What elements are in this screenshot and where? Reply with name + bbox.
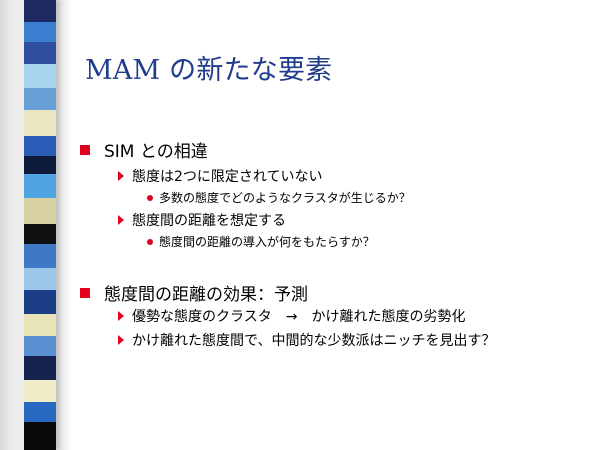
triangle-bullet-icon bbox=[118, 171, 124, 181]
stripe-segment bbox=[24, 402, 56, 422]
stripe-segment bbox=[24, 136, 56, 156]
stripe-segment bbox=[24, 422, 56, 440]
sub-list-item-text: 多数の態度でどのようなクラスタが生じるか？ bbox=[159, 191, 411, 205]
list-item-text: 態度は2つに限定されていない bbox=[132, 169, 323, 185]
list-item: 優勢な態度のクラスタ → かけ離れた態度の劣勢化 bbox=[118, 306, 465, 326]
stripe-segment bbox=[24, 440, 56, 450]
dot-bullet-icon bbox=[147, 194, 153, 201]
triangle-bullet-icon bbox=[118, 311, 124, 321]
stripe-segment bbox=[24, 0, 56, 22]
stripe-segment bbox=[24, 290, 56, 314]
section-heading-text: SIM との相違 bbox=[104, 142, 208, 162]
section-heading-2: 態度間の距離の効果：予測 bbox=[80, 280, 308, 305]
sub-list-item: 態度間の距離の導入が何をもたらすか？ bbox=[147, 233, 375, 250]
slide-title: MAM の新たな要素 bbox=[85, 55, 333, 86]
stripe-segment bbox=[24, 174, 56, 198]
stripe-segment bbox=[24, 314, 56, 336]
stripe-segment bbox=[24, 22, 56, 42]
square-bullet-icon bbox=[80, 144, 90, 155]
stripe-segment bbox=[24, 224, 56, 244]
stripe-segment bbox=[24, 380, 56, 402]
triangle-bullet-icon bbox=[118, 335, 124, 345]
list-item: かけ離れた態度間で、中間的な少数派はニッチを見出す？ bbox=[118, 330, 495, 350]
stripe-segment bbox=[24, 356, 56, 380]
stripe-segment bbox=[24, 42, 56, 64]
sub-list-item: 多数の態度でどのようなクラスタが生じるか？ bbox=[147, 189, 411, 206]
stripe-segment bbox=[24, 110, 56, 136]
list-item-text: 態度間の距離を想定する bbox=[132, 213, 286, 229]
stripe-segment bbox=[24, 156, 56, 174]
stripe-segment bbox=[24, 244, 56, 268]
decorative-stripe bbox=[24, 0, 56, 450]
list-item-text: 優勢な態度のクラスタ → かけ離れた態度の劣勢化 bbox=[132, 309, 466, 325]
section-heading-1: SIM との相違 bbox=[80, 137, 208, 162]
list-item: 態度間の距離を想定する bbox=[118, 210, 286, 230]
stripe-segment bbox=[24, 198, 56, 224]
dot-bullet-icon bbox=[147, 238, 153, 245]
sub-list-item-text: 態度間の距離の導入が何をもたらすか？ bbox=[159, 235, 375, 249]
list-item-text: かけ離れた態度間で、中間的な少数派はニッチを見出す？ bbox=[132, 333, 496, 349]
triangle-bullet-icon bbox=[118, 215, 124, 225]
section-heading-text: 態度間の距離の効果：予測 bbox=[104, 285, 308, 305]
stripe-segment bbox=[24, 268, 56, 290]
list-item: 態度は2つに限定されていない bbox=[118, 166, 323, 186]
stripe-segment bbox=[24, 88, 56, 110]
stripe-segment bbox=[24, 336, 56, 356]
stripe-segment bbox=[24, 64, 56, 88]
square-bullet-icon bbox=[80, 287, 90, 298]
